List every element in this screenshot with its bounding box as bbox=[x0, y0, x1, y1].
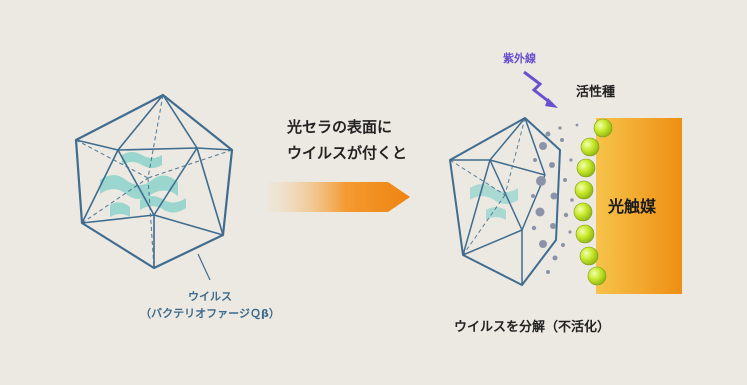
virus-core-right bbox=[470, 184, 518, 220]
uv-lightning-icon bbox=[523, 70, 558, 108]
decomposition-particles bbox=[531, 123, 579, 274]
result-caption: ウイルスを分解（不活化） bbox=[454, 320, 611, 335]
active-species-label: 活性種 bbox=[576, 85, 616, 100]
virus-right bbox=[449, 117, 561, 286]
virus-type: （バクテリオファージＱβ） bbox=[140, 307, 280, 320]
virus-name: ウイルス bbox=[188, 290, 232, 303]
transition-arrow bbox=[268, 182, 410, 212]
active-species-spheres bbox=[573, 118, 613, 286]
photocatalyst-block bbox=[596, 118, 682, 294]
virus-left bbox=[74, 93, 234, 281]
headline-line1: 光セラの表面に bbox=[287, 118, 393, 136]
uv-label: 紫外線 bbox=[503, 52, 536, 65]
virus-caption: ウイルス （バクテリオファージＱβ） bbox=[130, 288, 290, 322]
headline-line2: ウイルスが付くと bbox=[287, 144, 408, 162]
photocatalyst-label: 光触媒 bbox=[608, 197, 657, 216]
headline: 光セラの表面に ウイルスが付くと bbox=[287, 114, 407, 166]
